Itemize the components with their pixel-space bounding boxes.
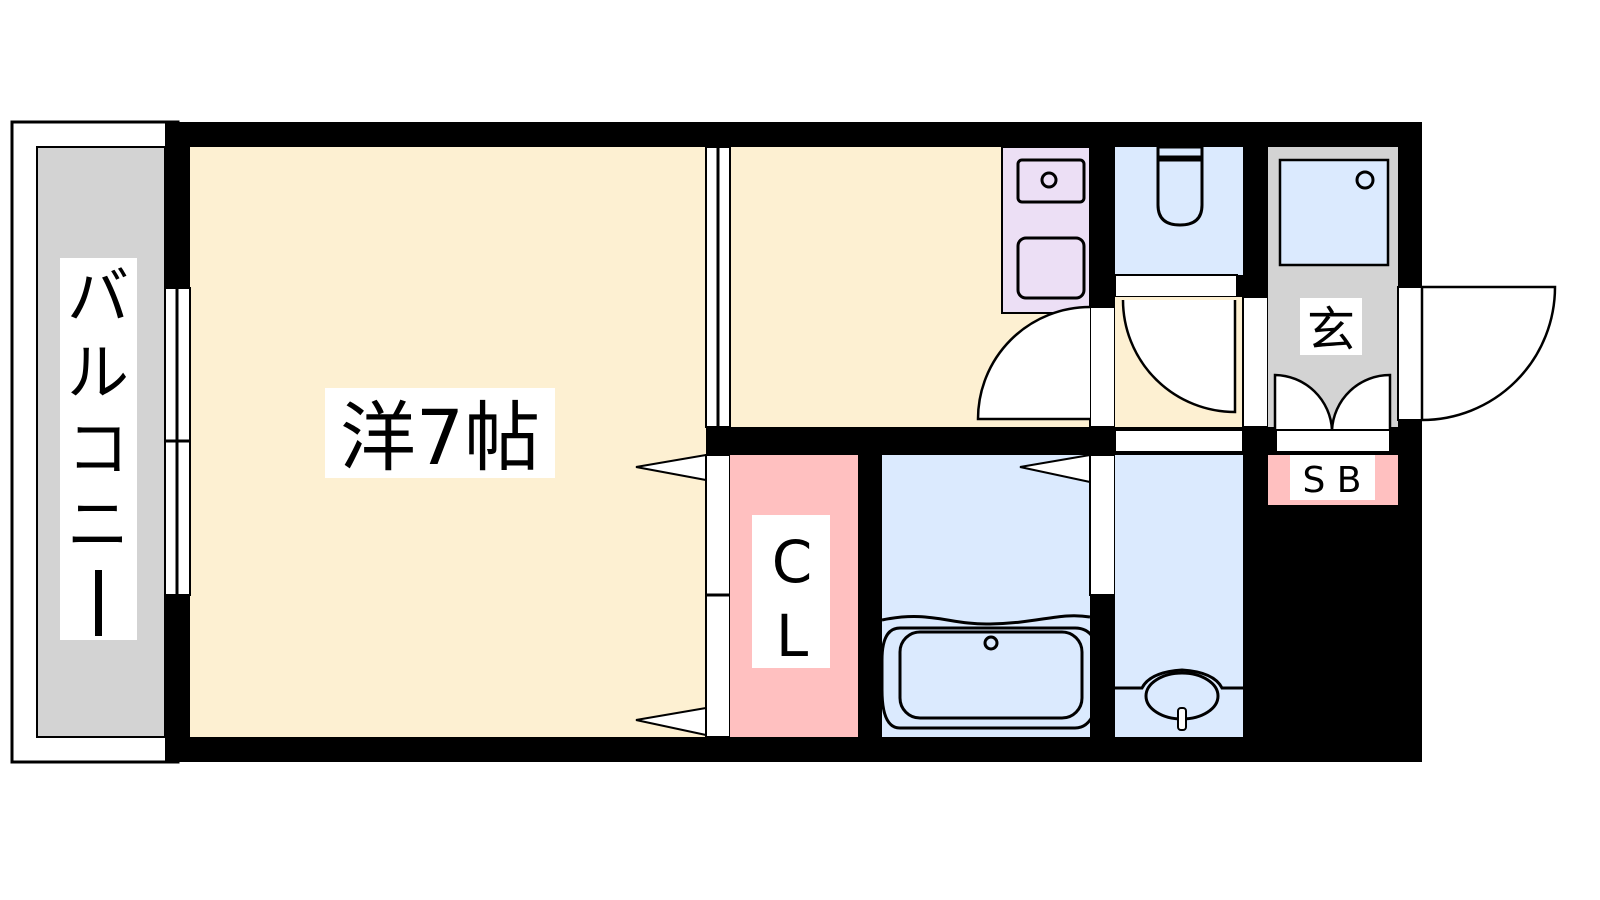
front-door-swing[interactable]	[1420, 285, 1557, 422]
entrance-label: 玄	[1307, 302, 1355, 358]
balcony-char-dash	[95, 570, 102, 636]
interior-wall	[706, 427, 1115, 455]
closet-label-box	[752, 515, 830, 668]
kitchen-door-frame[interactable]	[1089, 306, 1116, 428]
toilet-icon	[1156, 158, 1204, 227]
balcony-char: ル	[67, 336, 129, 409]
balcony-char: バ	[67, 260, 129, 333]
closet-label: L	[776, 602, 808, 670]
entrance-label-box	[1300, 298, 1362, 355]
shoe-cabinet	[1278, 158, 1390, 267]
door-swing-indicator	[635, 453, 707, 482]
door-swing-arc	[976, 305, 1091, 421]
toilet-room	[1115, 147, 1243, 275]
faucet-icon	[1177, 707, 1187, 731]
kitchen-counter	[1001, 146, 1091, 314]
shoe-box-label-box	[1290, 455, 1375, 500]
stove-icon	[1016, 158, 1086, 204]
western-room-label-box	[325, 388, 555, 478]
shoe-box-label: S B	[1303, 460, 1362, 501]
bathtub-edge	[881, 614, 1091, 626]
balcony-char: コ	[67, 412, 129, 485]
bathtub-inner	[898, 630, 1084, 720]
western-room-label: 洋7帖	[340, 393, 540, 482]
burner-icon	[1040, 171, 1058, 189]
bathroom-door[interactable]	[1089, 454, 1116, 596]
bathtub-icon	[880, 626, 1102, 730]
washroom-door-frame	[1114, 429, 1244, 453]
washroom	[1115, 455, 1243, 737]
shoe-box-door-frame	[1275, 429, 1391, 453]
toilet-door[interactable]	[1121, 299, 1237, 414]
vanity-counter	[1115, 668, 1243, 690]
toilet-door-frame	[1114, 274, 1238, 298]
knob-icon	[1355, 170, 1375, 190]
front-door-opening[interactable]	[1397, 286, 1423, 421]
drain-icon	[983, 635, 999, 651]
entrance-step	[1242, 296, 1269, 428]
closet-label: C	[772, 528, 813, 596]
balcony-label: バ ル コ ニ	[67, 260, 129, 636]
bathroom	[882, 455, 1090, 737]
toilet-tank	[1156, 145, 1204, 159]
balcony-char: ニ	[67, 488, 129, 561]
sink-icon	[1016, 236, 1086, 300]
door-swing-indicator	[635, 706, 707, 737]
